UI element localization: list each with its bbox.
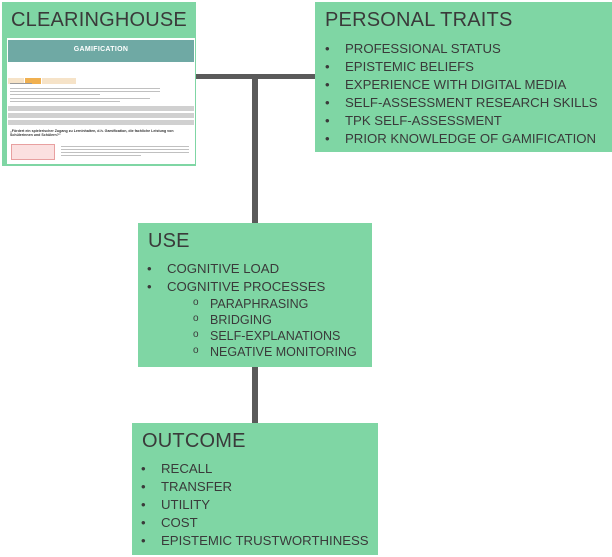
thumbnail-text-line bbox=[10, 91, 160, 92]
thumbnail-text-line bbox=[10, 98, 150, 99]
sub-list-item: BRIDGING bbox=[193, 311, 357, 328]
use-box: USE COGNITIVE LOAD COGNITIVE PROCESSES P… bbox=[138, 223, 372, 367]
use-sublist: PARAPHRASING BRIDGING SELF-EXPLANATIONS … bbox=[146, 295, 357, 360]
thumbnail-tabs bbox=[8, 71, 77, 89]
thumbnail-text-line bbox=[10, 101, 120, 102]
thumbnail-tab bbox=[8, 78, 24, 84]
list-item: SELF-ASSESSMENT RESEARCH SKILLS bbox=[324, 94, 598, 112]
list-item: TRANSFER bbox=[140, 478, 369, 496]
list-item: EPISTEMIC BELIEFS bbox=[324, 58, 598, 76]
connector-to-outcome bbox=[252, 367, 258, 423]
outcome-title: OUTCOME bbox=[142, 430, 246, 452]
thumbnail-banner-title: GAMIFICATION bbox=[73, 46, 129, 53]
thumbnail-text-line bbox=[61, 152, 189, 153]
sub-list-item: SELF-EXPLANATIONS bbox=[193, 327, 357, 344]
connector-to-use bbox=[252, 76, 258, 223]
outcome-box: OUTCOME RECALL TRANSFER UTILITY COST EPI… bbox=[132, 423, 378, 555]
thumbnail-text-line bbox=[10, 88, 160, 89]
thumbnail-tab bbox=[25, 78, 41, 84]
thumbnail-chart-image bbox=[11, 144, 55, 160]
list-item: UTILITY bbox=[140, 496, 369, 514]
list-item: RECALL bbox=[140, 460, 369, 478]
clearinghouse-box: CLEARINGHOUSE GAMIFICATION „Fördert ein … bbox=[2, 2, 196, 166]
thumbnail-text-line bbox=[10, 94, 100, 95]
list-item: PROFESSIONAL STATUS bbox=[324, 40, 598, 58]
list-item: PRIOR KNOWLEDGE OF GAMIFICATION bbox=[324, 130, 598, 148]
clearinghouse-thumbnail: GAMIFICATION „Fördert ein spielerischer … bbox=[7, 38, 195, 164]
list-item: COGNITIVE LOAD bbox=[146, 260, 325, 278]
thumbnail-accordion bbox=[8, 120, 194, 125]
use-list: COGNITIVE LOAD COGNITIVE PROCESSES bbox=[146, 260, 325, 296]
sub-list-item: NEGATIVE MONITORING bbox=[193, 343, 357, 360]
personal-traits-box: PERSONAL TRAITS PROFESSIONAL STATUS EPIS… bbox=[315, 2, 612, 152]
personal-traits-title: PERSONAL TRAITS bbox=[325, 9, 513, 31]
thumbnail-text-line bbox=[10, 83, 32, 84]
sub-list-item: PARAPHRASING bbox=[193, 295, 357, 312]
outcome-list: RECALL TRANSFER UTILITY COST EPISTEMIC T… bbox=[140, 460, 369, 550]
list-item: COGNITIVE PROCESSES bbox=[146, 278, 325, 296]
thumbnail-tab bbox=[42, 78, 76, 84]
personal-traits-list: PROFESSIONAL STATUS EPISTEMIC BELIEFS EX… bbox=[324, 40, 598, 148]
use-title: USE bbox=[148, 230, 190, 252]
list-item: EPISTEMIC TRUSTWORTHINESS bbox=[140, 532, 369, 550]
list-item: TPK SELF-ASSESSMENT bbox=[324, 112, 598, 130]
thumbnail-text-line bbox=[61, 146, 189, 147]
thumbnail-accordion bbox=[8, 106, 194, 111]
thumbnail-accordion bbox=[8, 113, 194, 118]
thumbnail-text-line bbox=[61, 149, 189, 150]
thumbnail-question: „Fördert ein spielerischer Zugang zu Ler… bbox=[10, 129, 174, 138]
thumbnail-banner: GAMIFICATION bbox=[8, 40, 194, 62]
thumbnail-text-line bbox=[61, 155, 141, 156]
list-item: EXPERIENCE WITH DIGITAL MEDIA bbox=[324, 76, 598, 94]
list-item: COST bbox=[140, 514, 369, 532]
clearinghouse-title: CLEARINGHOUSE bbox=[11, 9, 187, 31]
